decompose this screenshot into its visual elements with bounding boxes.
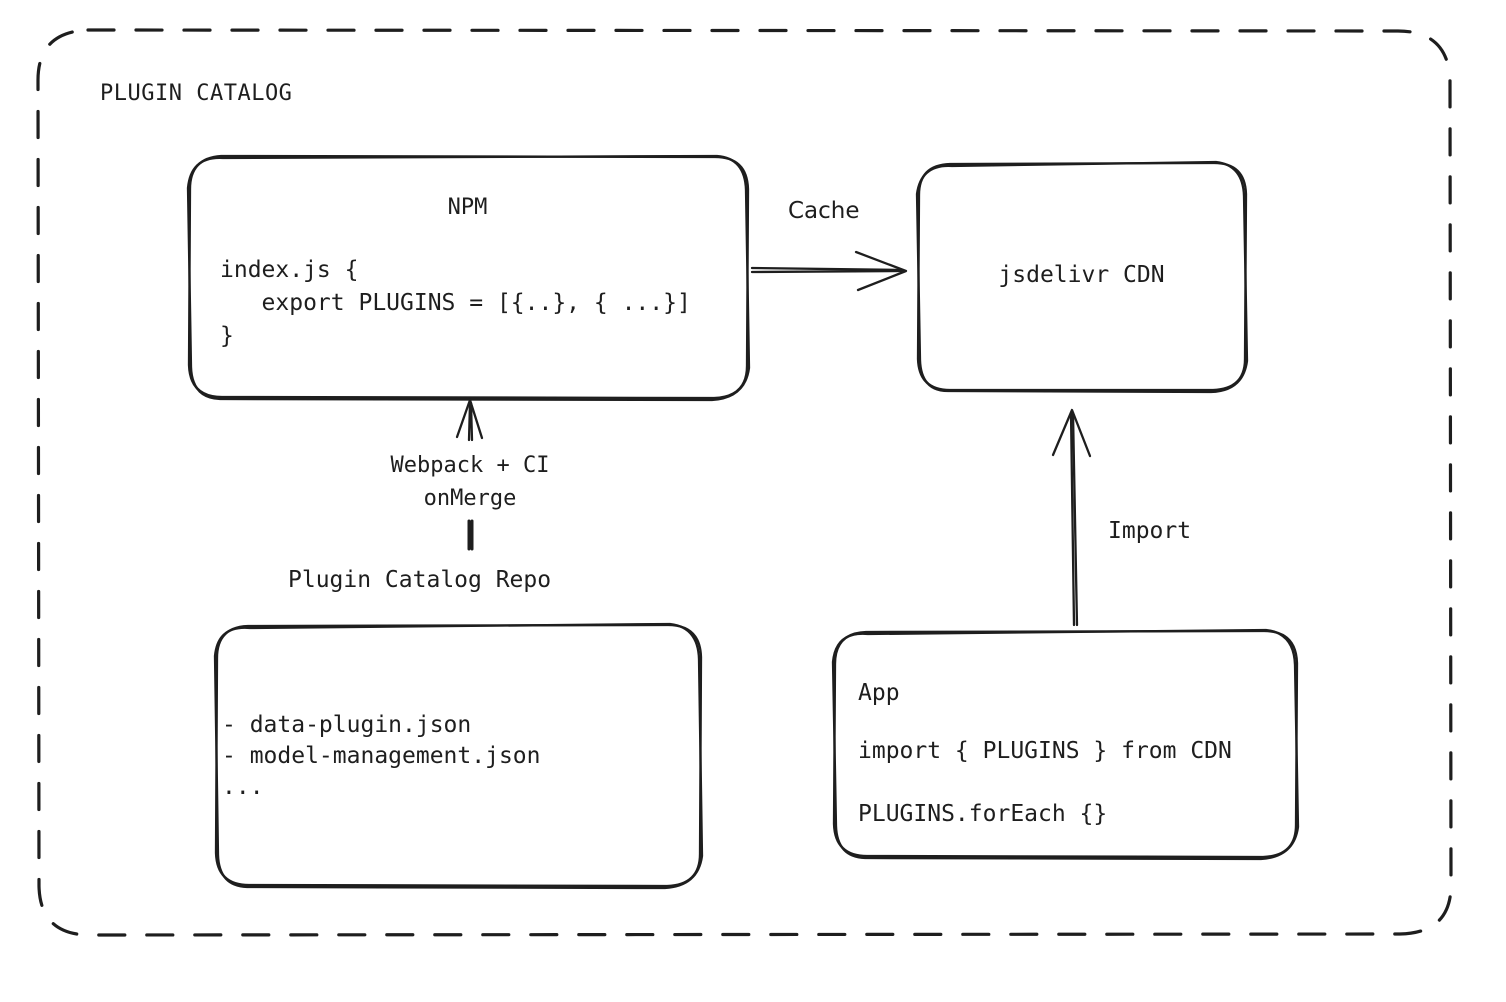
repo-node-caption: Plugin Catalog Repo [288, 567, 552, 593]
app-node-import-line: import { PLUGINS } from CDN [858, 738, 1232, 764]
npm-node-code: index.js { export PLUGINS = [{..}, { ...… [220, 257, 691, 349]
npm-node-title: NPM [447, 195, 488, 220]
cache-edge-label: Cache [788, 198, 860, 224]
page-title: PLUGIN CATALOG [100, 81, 293, 106]
build-edge-label: Webpack + CI onMerge [390, 453, 550, 511]
app-node-foreach-line: PLUGINS.forEach {} [858, 801, 1108, 827]
import-arrow [1051, 408, 1092, 627]
cache-arrow [750, 250, 908, 292]
cdn-node-label: jsdelivr CDN [998, 262, 1165, 288]
import-edge-label: Import [1108, 518, 1192, 544]
app-node-title: App [858, 680, 900, 706]
repo-node-items: - data-plugin.json - model-management.js… [222, 712, 541, 800]
